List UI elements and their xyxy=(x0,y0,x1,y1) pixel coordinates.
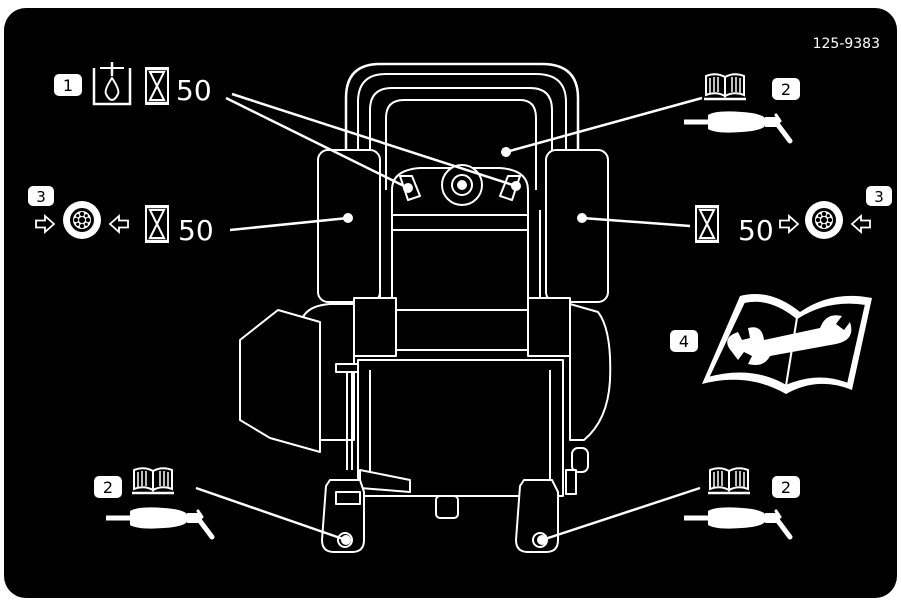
callout-number-badge xyxy=(772,78,800,100)
callout-1: 1 50 xyxy=(54,62,212,107)
callout-number: 2 xyxy=(103,478,113,497)
callout-number-badge xyxy=(28,186,54,206)
oil-container-icon xyxy=(92,62,132,106)
callout-2-bottom-left: 2 xyxy=(94,466,212,537)
callout-number-badge xyxy=(866,186,892,206)
callout-number-badge xyxy=(94,476,122,498)
callout-number: 4 xyxy=(679,332,689,351)
callout-hours: 50 xyxy=(738,214,774,247)
callout-2-top: 2 xyxy=(684,72,800,141)
service-manual-wrench-icon xyxy=(702,294,872,394)
callout-number: 2 xyxy=(781,80,791,99)
part-number: 125-9383 xyxy=(813,36,880,52)
callout-4: 4 xyxy=(670,294,872,394)
callout-number-badge xyxy=(772,476,800,498)
callout-3-right: 50 3 xyxy=(694,186,892,247)
callout-hours: 50 xyxy=(178,214,214,247)
callout-number: 2 xyxy=(781,478,791,497)
callout-2-bottom-right: 2 xyxy=(684,466,800,537)
hourglass-icon xyxy=(144,66,170,106)
leader-lines xyxy=(195,92,703,542)
callout-3-left: 3 50 xyxy=(28,186,214,247)
callout-number: 1 xyxy=(63,76,73,95)
air-filter-icon xyxy=(63,201,101,239)
callout-number-badge xyxy=(54,74,82,96)
hourglass-icon xyxy=(144,204,170,244)
callout-number: 3 xyxy=(36,188,46,206)
callout-number: 3 xyxy=(874,188,884,206)
callout-hours: 50 xyxy=(176,74,212,107)
air-filter-icon xyxy=(805,201,843,239)
decal-panel xyxy=(4,8,897,598)
callout-number-badge xyxy=(670,330,698,352)
hourglass-icon xyxy=(694,204,720,244)
